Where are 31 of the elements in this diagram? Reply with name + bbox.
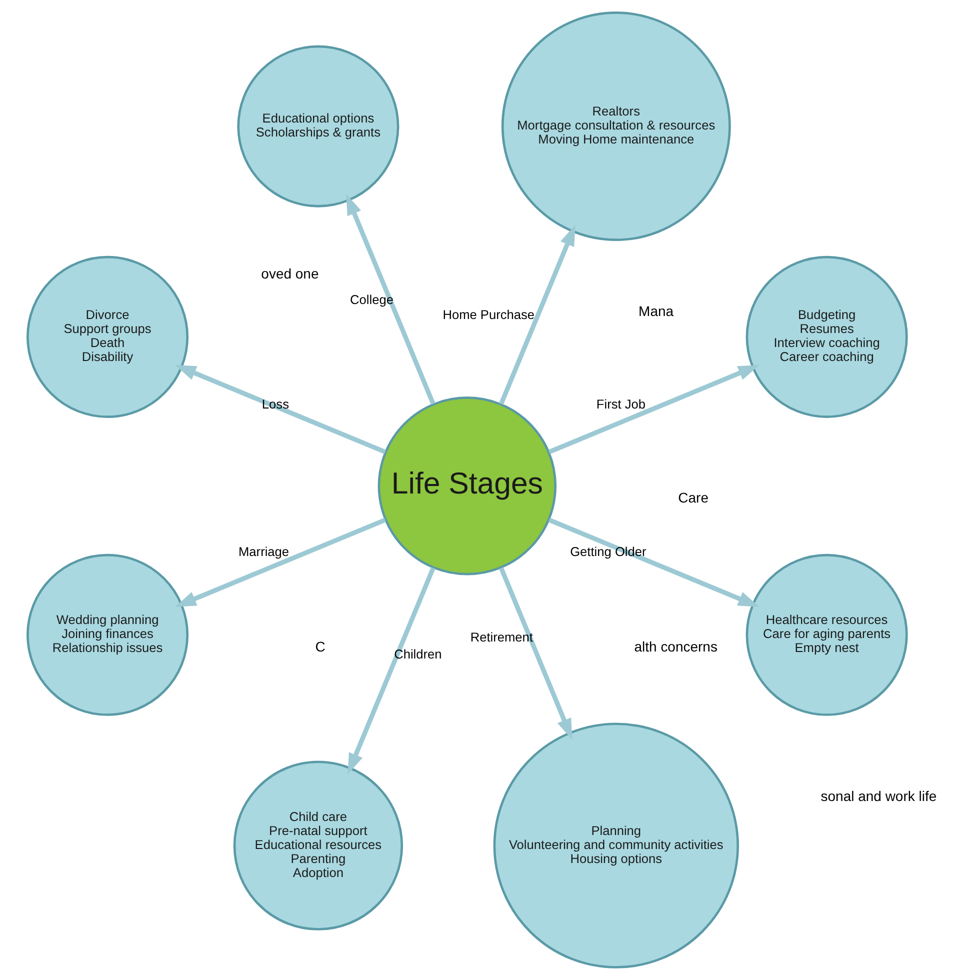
edge-label: Getting Older — [570, 544, 646, 560]
edge-label: Children — [394, 646, 442, 662]
node-circle: Budgeting Resumes Interview coaching Career coaching — [745, 256, 908, 418]
label: oved one — [260, 266, 318, 282]
edge-label: Loss — [261, 396, 288, 412]
arrow — [346, 194, 435, 405]
label: C — [314, 638, 325, 655]
arrow — [548, 518, 759, 607]
node-circle: Child care Pre-natal support Educational resources Parenting Adoption — [232, 760, 403, 930]
edge-label: Home Purchase — [442, 307, 534, 322]
edge-label: College — [350, 292, 393, 307]
edge-label: Marriage — [238, 544, 289, 560]
edge-label: First Job — [596, 396, 646, 412]
label: alth concerns — [634, 638, 717, 655]
arrow — [347, 567, 435, 774]
label: Care — [678, 489, 708, 506]
node-circle: Life Stages — [377, 396, 556, 576]
arrow — [174, 364, 386, 454]
edge-label: Retirement — [470, 629, 532, 644]
node-circle: Healthcare resources Care for aging parents Empty nest — [745, 554, 908, 716]
arrow — [498, 567, 572, 740]
node-circle: Wedding planning Joining finances Relationship issues — [26, 554, 188, 716]
arrow — [548, 364, 759, 454]
node-circle: Educational options Scholarships & grants — [236, 45, 399, 208]
arrow — [174, 518, 386, 607]
node-circle: Realtors Mortgage consultation & resources Moving Home maintenance — [500, 12, 730, 242]
label: sonal and work life — [820, 788, 936, 804]
label: Mana — [638, 302, 674, 319]
node-circle: Divorce Support groups Death Disability — [26, 256, 188, 418]
node-circle: Planning Volunteering and community activities Housing options — [492, 722, 738, 968]
arrow — [498, 224, 575, 405]
